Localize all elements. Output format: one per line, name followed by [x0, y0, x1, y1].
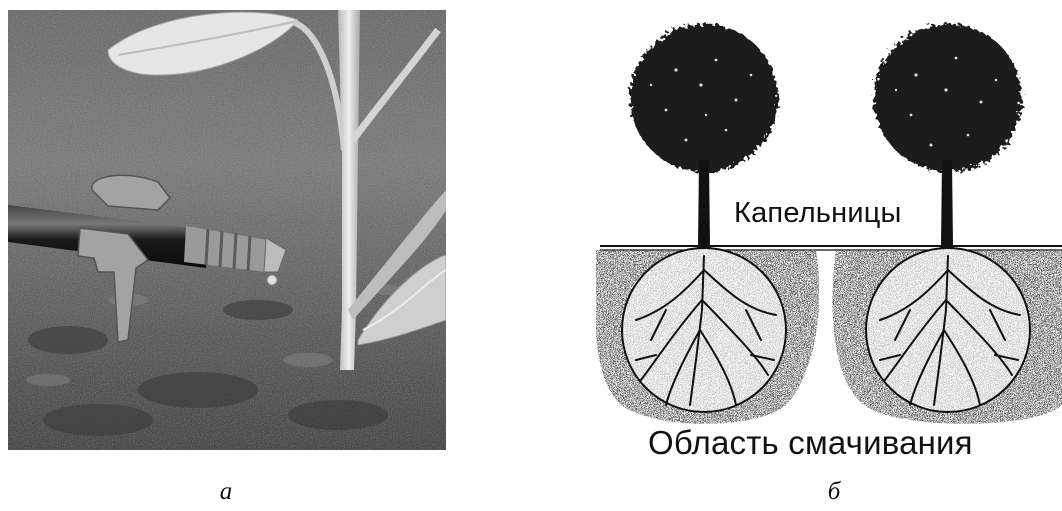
panel-b-caption: б — [814, 478, 854, 506]
wetting-zone-left — [596, 248, 819, 424]
tree-trunk — [692, 160, 716, 256]
wetting-area-label: Область смачивания — [648, 424, 973, 462]
drippers-label: Капельницы — [734, 197, 902, 230]
wetting-area-diagram — [596, 10, 1062, 470]
drip-emitter-photo — [8, 10, 446, 450]
tree-trunk — [935, 160, 959, 256]
panel-a-caption: а — [206, 478, 246, 506]
wetting-zone-right — [832, 248, 1062, 424]
